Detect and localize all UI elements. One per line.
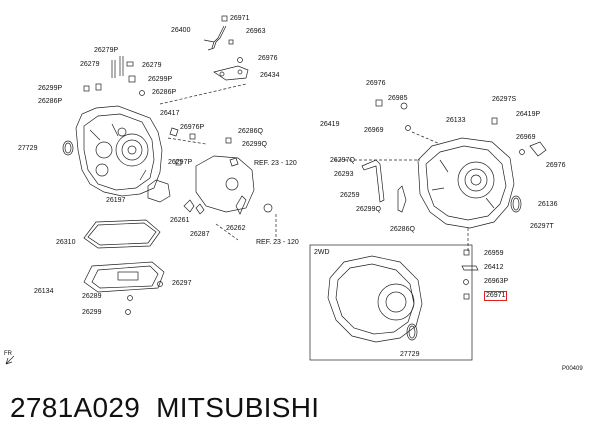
fr-direction-icon: [5, 355, 15, 365]
label-26297Q: 26297Q: [330, 157, 355, 164]
oil-seal-27729-left: [62, 140, 74, 156]
label-26287: 26287: [190, 231, 210, 238]
label-26286P-left: 26286P: [38, 98, 63, 105]
oil-pan-26134: [83, 261, 165, 315]
brand-name: MITSUBISHI: [156, 392, 320, 423]
label-26959: 26959: [484, 250, 504, 257]
label-26299P-left: 26299P: [38, 85, 63, 92]
label-26419: 26419: [320, 121, 340, 128]
label-26289: 26289: [82, 293, 102, 300]
label-26299P-right: 26299P: [148, 76, 173, 83]
label-26971-top: 26971: [230, 15, 250, 22]
label-26299Q-bottom: 26299Q: [356, 206, 381, 213]
leader-lines-dashed: [159, 83, 469, 252]
label-26286Q-top: 26286Q: [238, 128, 263, 135]
label-26971-highlighted: 26971: [484, 291, 508, 301]
inset-2wd-box: [309, 244, 473, 361]
label-26976-mid: 26976: [366, 80, 386, 87]
inset-2wd-housing: [327, 255, 423, 343]
label-26262: 26262: [226, 225, 246, 232]
part-number: 2781A029: [10, 392, 141, 423]
bracket-26434: [213, 57, 249, 81]
label-26259: 26259: [340, 192, 360, 199]
converter-housing-26133: [417, 137, 515, 229]
label-26293: 26293: [334, 171, 354, 178]
label-26297P: 26297P: [168, 159, 193, 166]
transmission-case-left: [75, 105, 163, 197]
label-2wd: 2WD: [314, 249, 330, 256]
label-26297T: 26297T: [530, 223, 554, 230]
label-26134: 26134: [34, 288, 54, 295]
label-26136: 26136: [538, 201, 558, 208]
label-26976P: 26976P: [180, 124, 205, 131]
small-parts-center: [147, 127, 239, 215]
label-26133: 26133: [446, 117, 466, 124]
label-26297: 26297: [172, 280, 192, 287]
bolts-26279: [83, 56, 145, 96]
label-26279-b: 26279: [142, 62, 162, 69]
part-caption: 2781A029 MITSUBISHI: [10, 392, 319, 424]
label-ref-lower: REF. 23 - 120: [256, 239, 299, 246]
label-26286Q-bottom: 26286Q: [390, 226, 415, 233]
label-26286P-right: 26286P: [152, 89, 177, 96]
label-26969-left: 26969: [364, 127, 384, 134]
label-26963P: 26963P: [484, 278, 509, 285]
label-27729-inset: 27729: [400, 351, 420, 358]
label-26197: 26197: [106, 197, 126, 204]
label-26400: 26400: [171, 27, 191, 34]
oil-pan-gasket-26310: [83, 219, 161, 249]
label-26412: 26412: [484, 264, 504, 271]
label-26976-right: 26976: [546, 162, 566, 169]
label-26985: 26985: [388, 95, 408, 102]
label-26261: 26261: [170, 217, 190, 224]
oil-pipe-26400: [203, 15, 234, 51]
label-26419P: 26419P: [516, 111, 541, 118]
figure-code: P00409: [562, 366, 583, 372]
label-26963: 26963: [246, 28, 266, 35]
label-26417: 26417: [160, 110, 180, 117]
label-26279-a: 26279: [80, 61, 100, 68]
label-fr: FR: [4, 351, 12, 357]
label-26299Q-top: 26299Q: [242, 141, 267, 148]
gasket-26262: [195, 155, 273, 215]
label-26976-top: 26976: [258, 55, 278, 62]
label-26297S: 26297S: [492, 96, 517, 103]
label-26434: 26434: [260, 72, 280, 79]
small-parts-right: [361, 99, 547, 300]
label-26299: 26299: [82, 309, 102, 316]
label-26279P: 26279P: [94, 47, 119, 54]
label-26969-right: 26969: [516, 134, 536, 141]
label-27729-left: 27729: [18, 145, 38, 152]
label-ref-upper: REF. 23 - 120: [254, 160, 297, 167]
label-26310: 26310: [56, 239, 76, 246]
